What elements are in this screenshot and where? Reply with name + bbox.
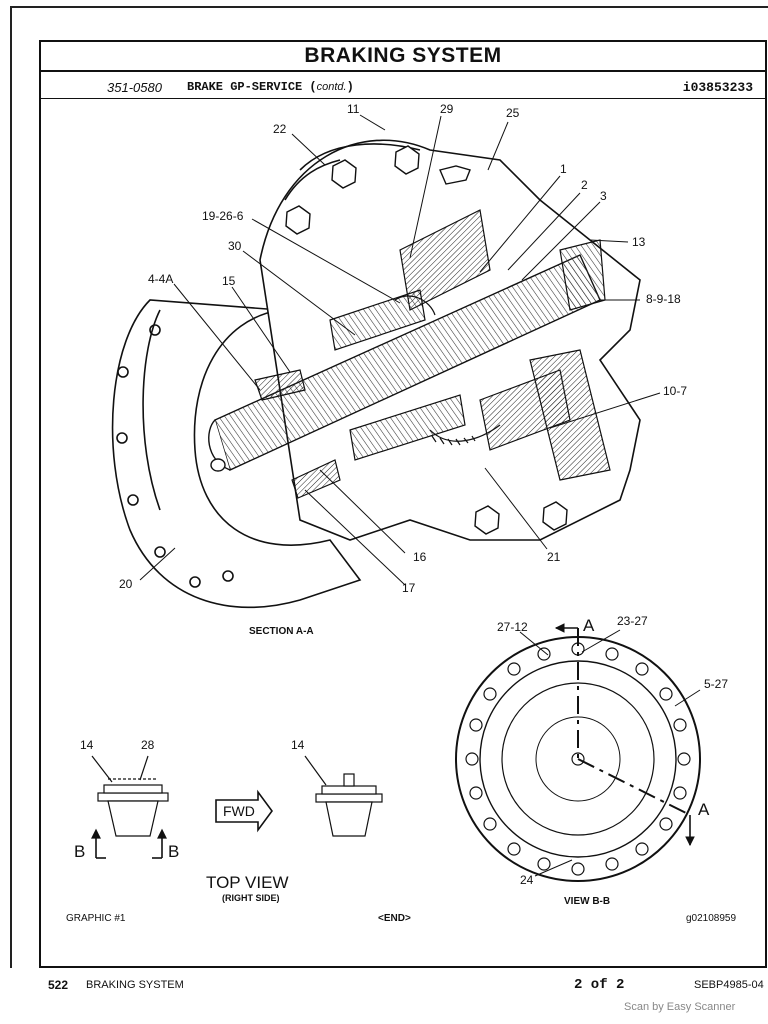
callout-17: 17 (402, 581, 416, 595)
callout-25: 25 (506, 106, 520, 120)
footer-doc-id: SEBP4985-04 (694, 979, 764, 991)
callout-3: 3 (600, 189, 607, 203)
part-name-text: BRAKE GP-SERVICE (187, 80, 303, 94)
graphic-number: GRAPHIC #1 (66, 913, 126, 924)
graphic-id: g02108959 (686, 913, 737, 924)
part-number: 351-0580 (107, 80, 162, 95)
central-shaft (208, 254, 601, 472)
view-bb-drawing (455, 623, 701, 882)
callout-19-26-6: 19-26-6 (202, 209, 244, 223)
callout-23-27: 23-27 (617, 614, 648, 628)
callout-2: 2 (581, 178, 588, 192)
page-of: 2 of 2 (574, 977, 625, 993)
fwd-arrow (215, 789, 273, 833)
leader-lines (139, 114, 661, 586)
page-title: BRAKING SYSTEM (41, 42, 765, 72)
callout-13: 13 (632, 235, 646, 249)
callout-29: 29 (440, 102, 454, 116)
callout-22: 22 (273, 122, 287, 136)
part-contd: contd. (316, 81, 347, 93)
part-name: BRAKE GP-SERVICE (contd.) (187, 80, 354, 94)
top-view-label: TOP VIEW (206, 873, 289, 892)
fwd-label: FWD (223, 803, 255, 819)
callout-20: 20 (119, 577, 133, 591)
callout-8-9-18: 8-9-18 (646, 292, 681, 306)
footer-section: BRAKING SYSTEM (86, 979, 184, 991)
section-b-label-left: B (74, 842, 86, 861)
section-a-label-top: A (583, 616, 595, 635)
callout-16: 16 (413, 550, 427, 564)
callout-24: 24 (520, 873, 534, 887)
callout-5-27: 5-27 (704, 677, 729, 691)
view-bb-label: VIEW B-B (564, 896, 611, 907)
callout-30: 30 (228, 239, 242, 253)
section-b-label-right: B (168, 842, 180, 861)
callout-14-left: 14 (80, 738, 94, 752)
callout-4-4A: 4-4A (148, 272, 174, 286)
callout-15: 15 (222, 274, 236, 288)
housing-bolts (285, 145, 568, 535)
callout-11: 11 (347, 102, 360, 116)
page-number: 522 (48, 978, 69, 992)
section-a-label-right: A (698, 800, 710, 819)
top-view-hub-left (91, 755, 169, 859)
top-view-sublabel: (RIGHT SIDE) (222, 893, 280, 903)
gear-ring (394, 295, 501, 446)
end-marker: <END> (378, 913, 411, 924)
page-border (10, 6, 768, 968)
callout-27-12: 27-12 (497, 620, 528, 634)
scanner-watermark: Scan by Easy Scanner (624, 1001, 736, 1013)
callout-10-7: 10-7 (663, 384, 688, 398)
top-view-hub-right (304, 755, 383, 837)
brake-disc-pack (329, 209, 611, 481)
callout-28: 28 (141, 738, 155, 752)
callout-21: 21 (547, 550, 561, 564)
callout-14-right: 14 (291, 738, 305, 752)
seals (254, 369, 341, 499)
flange (111, 299, 362, 609)
section-aa-label: SECTION A-A (249, 626, 314, 637)
part-header: 351-0580 BRAKE GP-SERVICE (contd.) i0385… (41, 72, 765, 99)
doc-id: i03853233 (682, 80, 753, 95)
callout-1: 1 (560, 162, 567, 176)
